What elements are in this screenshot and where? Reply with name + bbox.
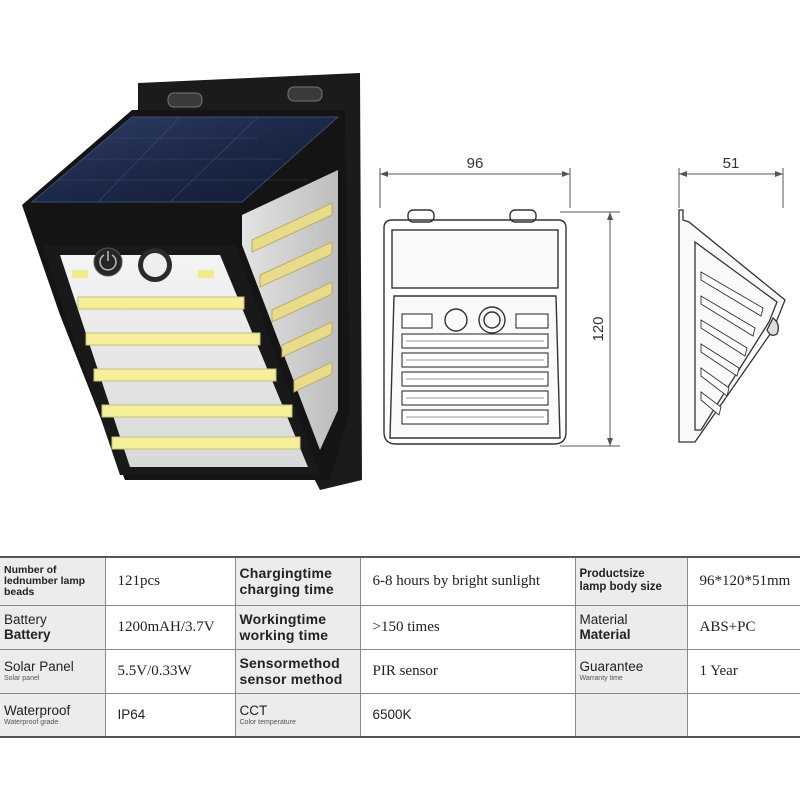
product-illustration xyxy=(22,73,362,490)
spec-label-solar-panel: Solar Panel Solar panel xyxy=(0,648,106,694)
front-height-label: 120 xyxy=(590,316,607,341)
front-width-label: 96 xyxy=(467,155,484,172)
spec-value-charging-time: 6-8 hours by bright sunlight xyxy=(359,556,576,606)
side-outline xyxy=(678,209,786,443)
spec-value-beads: 121pcs xyxy=(104,556,236,606)
front-led-strips xyxy=(72,270,301,450)
mount-slot-right xyxy=(287,86,323,102)
spec-value-guarantee: 1 Year xyxy=(686,648,800,694)
spec-label-cct: CCT Color temperature xyxy=(234,692,361,738)
table-row: Battery Battery 1200mAH/3.7V Workingtime… xyxy=(0,604,800,650)
spec-value-waterproof: IP64 xyxy=(104,692,236,738)
spec-label-beads: Number of lednumber lamp beads xyxy=(0,556,106,606)
side-led-strips xyxy=(251,202,333,393)
front-dimension-drawing: 96 120 xyxy=(379,155,620,447)
table-row: Waterproof Waterproof grade IP64 CCT Col… xyxy=(0,692,800,738)
side-dimension-drawing: 51 xyxy=(678,155,786,443)
spec-value-battery: 1200mAH/3.7V xyxy=(104,604,236,650)
side-depth-label: 51 xyxy=(723,155,740,172)
spec-value-cct: 6500K xyxy=(359,692,576,738)
spec-label-waterproof: Waterproof Waterproof grade xyxy=(0,692,106,738)
spec-value-solar-panel: 5.5V/0.33W xyxy=(104,648,236,694)
side-outline-leds xyxy=(700,271,764,416)
spec-label-guarantee: Guarantee Warranty time xyxy=(574,648,688,694)
spec-value-product-size: 96*120*51mm xyxy=(686,556,800,606)
spec-label-working-time: Workingtime working time xyxy=(234,604,361,650)
spec-label-material: Material Material xyxy=(574,604,688,650)
mount-slot-left xyxy=(167,92,203,108)
spec-label-sensor-method: Sensormethod sensor method xyxy=(234,648,361,694)
spec-value-empty xyxy=(686,692,800,738)
spec-value-working-time: >150 times xyxy=(359,604,576,650)
power-button-icon xyxy=(93,247,123,277)
table-row: Number of lednumber lamp beads 121pcs Ch… xyxy=(0,556,800,606)
spec-label-product-size: Productsize lamp body size xyxy=(574,556,688,606)
spec-label-charging-time: Chargingtime charging time xyxy=(234,556,361,606)
spec-label-battery: Battery Battery xyxy=(0,604,106,650)
table-row: Solar Panel Solar panel 5.5V/0.33W Senso… xyxy=(0,648,800,694)
spec-value-material: ABS+PC xyxy=(686,604,800,650)
spec-table: Number of lednumber lamp beads 121pcs Ch… xyxy=(0,556,800,738)
spec-label-empty xyxy=(574,692,688,738)
spec-value-sensor-method: PIR sensor xyxy=(359,648,576,694)
